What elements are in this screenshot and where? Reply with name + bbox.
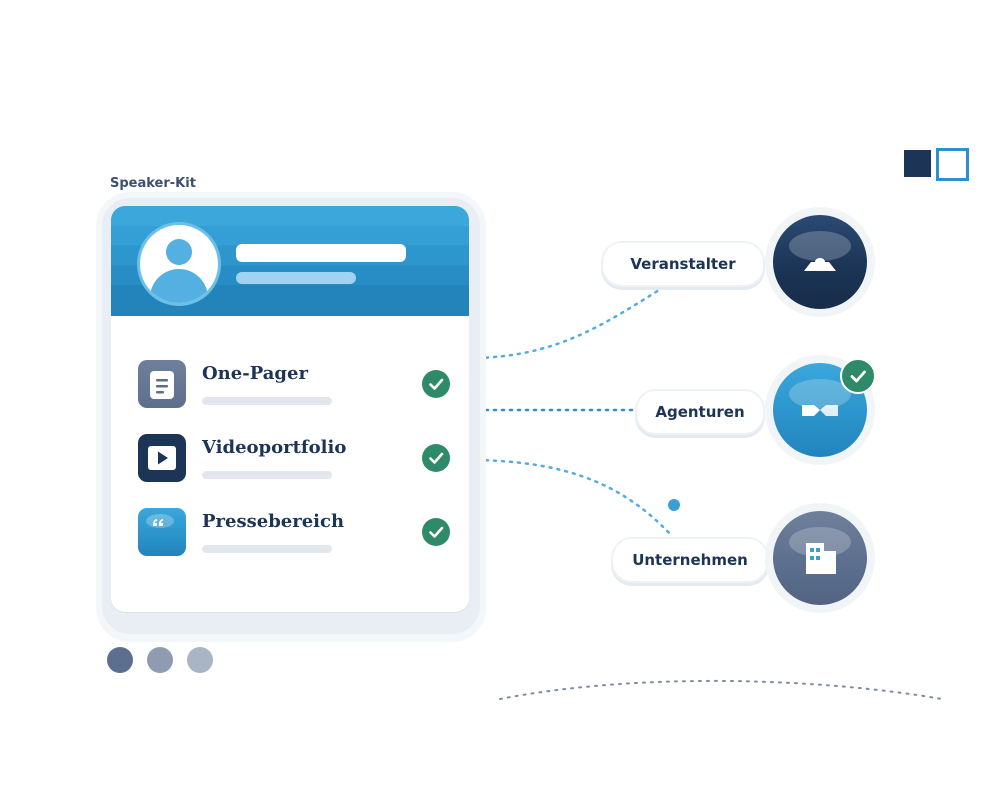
item-title-pressebereich[interactable]: Pressebereich [202, 511, 345, 532]
agenturen-check-icon [840, 358, 876, 394]
node-veranstalter[interactable] [773, 215, 867, 309]
item-line-placeholder [202, 471, 332, 479]
node-gloss [789, 379, 851, 409]
connector-unternehmen [476, 458, 674, 538]
check-icon [422, 518, 450, 546]
check-icon [422, 370, 450, 398]
node-gloss [789, 231, 851, 261]
decorative-arc [499, 679, 943, 700]
decorative-square-filled [904, 150, 931, 177]
pill-veranstalter[interactable]: Veranstalter [601, 241, 765, 287]
connector-veranstalter [468, 280, 674, 360]
item-line-placeholder [202, 397, 332, 405]
handshake-icon [802, 405, 838, 416]
check-icon [422, 444, 450, 472]
pagination-dot-3[interactable] [187, 647, 213, 673]
speaker-kit-card: One-Pager Videoportfolio Pressebereich [111, 206, 469, 612]
stage-icon [804, 258, 836, 271]
decorative-square-outline [936, 148, 969, 181]
pill-label: Unternehmen [632, 551, 748, 569]
pill-unternehmen[interactable]: Unternehmen [611, 537, 769, 583]
avatar-head [166, 239, 192, 265]
quote-icon [138, 508, 186, 556]
pill-label: Veranstalter [630, 255, 736, 273]
node-unternehmen[interactable] [773, 511, 867, 605]
play-icon [138, 434, 186, 482]
item-line-placeholder [202, 545, 332, 553]
pill-label: Agenturen [655, 403, 745, 421]
decorative-dot [668, 499, 680, 511]
name-placeholder-bar [236, 244, 406, 262]
speaker-kit-label: Speaker-Kit [110, 176, 196, 191]
document-icon [138, 360, 186, 408]
item-title-one-pager[interactable]: One-Pager [202, 363, 308, 384]
pagination-dot-2[interactable] [147, 647, 173, 673]
item-title-videoportfolio[interactable]: Videoportfolio [202, 437, 347, 458]
pill-agenturen[interactable]: Agenturen [635, 389, 765, 435]
profile-header [111, 206, 469, 316]
subtitle-placeholder-bar [236, 272, 356, 284]
pagination-dot-1[interactable] [107, 647, 133, 673]
avatar-body [150, 269, 208, 303]
avatar [137, 222, 221, 306]
building-icon [806, 543, 836, 574]
